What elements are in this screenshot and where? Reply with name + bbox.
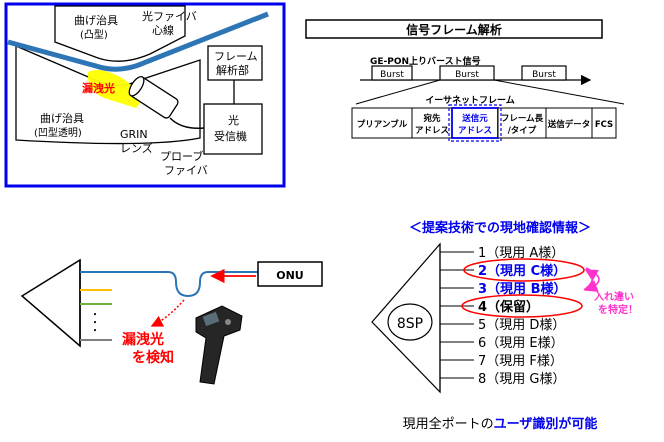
bottom-jig-sublabel: (凹型透明) <box>34 126 82 139</box>
bottom-jig-label: 曲げ治具 <box>40 111 84 125</box>
field-label-6-1: FCS <box>595 120 613 130</box>
burst-label-3: Burst <box>532 70 556 80</box>
frame-analysis-title: 信号フレーム解析 <box>406 22 502 37</box>
receiver-box <box>203 103 263 155</box>
port-dot-1: ・ <box>90 310 100 321</box>
receiver-label-2: 受信機 <box>214 129 247 143</box>
grin-label-2: レンズ <box>120 141 153 155</box>
burst-signal-label: GE-PON上りバースト信号 <box>370 55 481 67</box>
expand-line-left <box>355 79 441 105</box>
probe-label-1: プローブ <box>160 149 203 163</box>
top-jig-shape <box>54 5 186 62</box>
detect-label-1: 漏洩光 <box>122 331 164 348</box>
detection-panel: ・ ・ ・ ONU 漏洩光 を検知 <box>20 258 323 385</box>
burst-box-1 <box>371 65 413 81</box>
detect-label-2: を検知 <box>132 349 174 366</box>
field-label-3-2: アドレス <box>458 126 492 136</box>
splitter-triangle <box>20 258 81 348</box>
frame-analysis-panel: 信号フレーム解析 GE-PON上りバースト信号 Burst Burst Burs… <box>305 19 625 142</box>
onu-box <box>257 261 323 287</box>
field-label-2-1: 宛先 <box>422 113 441 124</box>
handheld-detector <box>195 305 243 385</box>
field-box-6 <box>591 107 617 139</box>
port-label-8: 8（現用 G様） <box>478 372 565 387</box>
probe-fiber <box>169 117 205 130</box>
fiber-line-blue <box>80 271 258 298</box>
fiber-core <box>7 11 269 72</box>
ethernet-frame-label: イーサネットフレーム <box>425 95 515 106</box>
port-4-ellipse <box>461 294 583 318</box>
proposal-panel: ＜提案技術での現地確認情報＞ 8SP 1（現用 A様） 2（現用 C様） 3（現用 … <box>371 220 638 432</box>
port-list: 1（現用 A様） 2（現用 C様） 3（現用 B様） 4（保留） 5（現用 D様） 6（現… <box>440 246 566 387</box>
port-label-3: 3（現用 B様） <box>478 281 566 297</box>
port-dot-3: ・ <box>90 326 100 337</box>
footer-highlight: ユーザ識別が可能 <box>494 416 598 432</box>
frame-unit-label-1: フレーム <box>214 50 258 63</box>
frame-analysis-title-box <box>305 19 603 39</box>
swap-note-2: を特定！ <box>598 303 638 316</box>
port-label-5: 5（現用 D様） <box>478 318 565 333</box>
port-label-2: 2（現用 C様） <box>478 263 566 279</box>
field-label-5-1: 送信データ <box>547 119 591 130</box>
fiber-label-2: 心線 <box>152 23 174 37</box>
field-label-3-1: 送信元 <box>461 113 488 124</box>
port-label-7: 7（現用 F様） <box>478 354 563 369</box>
grin-lens <box>128 76 179 119</box>
field-label-2-2: アドレス <box>415 126 449 136</box>
probe-label-2: ファイバ <box>164 164 208 177</box>
footer-prefix: 現用全ポートの <box>403 416 494 432</box>
port-dot-2: ・ <box>90 318 100 329</box>
proposal-footer: 現用全ポートのユーザ識別が可能 <box>403 416 598 432</box>
field-label-4-2: /タイプ <box>508 125 537 136</box>
fiber-label-1: 光ファイバ <box>142 9 197 23</box>
port-label-4: 4（保留） <box>478 299 539 315</box>
field-label-1-1: プリアンブル <box>357 119 408 130</box>
expand-line-right <box>493 79 625 105</box>
frame-unit-label-2: 解析部 <box>216 63 249 77</box>
burst-label-1: Burst <box>380 70 404 80</box>
onu-label: ONU <box>276 269 304 282</box>
frame-unit-box <box>207 45 263 81</box>
burst-box-3 <box>521 65 567 81</box>
top-jig-sublabel: (凸型) <box>80 28 108 41</box>
field-label-4-1: フレーム長 <box>501 113 544 124</box>
field-box-4 <box>497 107 547 139</box>
proposal-title: ＜提案技術での現地確認情報＞ <box>409 220 591 236</box>
swap-note-1: 入れ違い <box>594 290 634 303</box>
grin-label-1: GRIN <box>120 128 148 141</box>
burst-box-2 <box>439 65 495 81</box>
top-jig-label: 曲げ治具 <box>74 13 118 27</box>
burst-label-2: Burst <box>455 70 479 80</box>
leak-light-label: 漏洩光 <box>82 81 115 95</box>
leak-arrow <box>150 299 185 327</box>
field-box-2 <box>411 107 453 139</box>
port-2-ellipse <box>463 258 585 282</box>
splitter-label: 8SP <box>397 316 423 332</box>
receiver-label-1: 光 <box>228 113 239 127</box>
src-address-highlight <box>448 104 502 142</box>
port-label-1: 1（現用 A様） <box>478 246 564 261</box>
swap-arrow-up <box>583 269 599 291</box>
apparatus-panel: 曲げ治具 (凸型) 光ファイバ 心線 漏洩光 曲げ治具 (凹型透明) GRIN … <box>4 2 286 188</box>
leak-light-glow <box>87 70 146 108</box>
sp-badge <box>387 303 433 341</box>
port-label-6: 6（現用 E様） <box>478 336 564 351</box>
